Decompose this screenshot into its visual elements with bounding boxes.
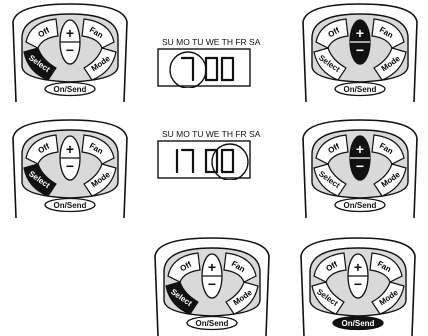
plus-icon: + xyxy=(356,141,364,157)
minus-icon: − xyxy=(66,158,74,174)
svg-text:On/Send: On/Send xyxy=(344,85,377,94)
svg-text:On/Send: On/Send xyxy=(344,201,377,210)
day-labels: SU MO TU WE TH FR SA xyxy=(162,129,261,139)
lcd-digits xyxy=(182,58,233,80)
svg-text:On/Send: On/Send xyxy=(196,319,229,328)
lcd-minutes-value: 00 xyxy=(150,126,152,127)
on-send-button[interactable]: On/Send xyxy=(45,199,95,212)
plus-icon: + xyxy=(66,141,74,157)
svg-text:On/Send: On/Send xyxy=(54,85,87,94)
plus-minus-rocker[interactable]: +− xyxy=(350,135,370,180)
on-send-button[interactable]: On/Send xyxy=(187,317,237,330)
on-send-button[interactable]: On/Send xyxy=(45,83,95,96)
on-send-button[interactable]: On/Send xyxy=(333,317,383,330)
plus-minus-rocker[interactable]: +− xyxy=(60,20,80,64)
lcd-minutes-value: 00 xyxy=(150,34,152,35)
day-labels: SU MO TU WE TH FR SA xyxy=(162,37,261,47)
plus-minus-rocker[interactable]: +− xyxy=(60,136,80,180)
plus-icon: + xyxy=(354,259,362,275)
plus-minus-rocker[interactable]: +− xyxy=(202,254,222,298)
lcd-frame xyxy=(158,141,250,178)
minus-icon: − xyxy=(356,158,364,174)
plus-icon: + xyxy=(66,25,74,41)
plus-minus-rocker[interactable]: +− xyxy=(350,19,370,64)
lcd-frame xyxy=(158,49,250,86)
lcd-digits xyxy=(177,150,233,172)
minus-icon: − xyxy=(66,42,74,58)
lcd-hour-value: 17 xyxy=(150,126,152,127)
minus-icon: − xyxy=(356,42,364,58)
minus-icon: − xyxy=(208,276,216,292)
on-send-button[interactable]: On/Send xyxy=(335,199,385,212)
svg-text:On/Send: On/Send xyxy=(54,201,87,210)
lcd-hour-value: 7 xyxy=(150,34,151,35)
on-send-button[interactable]: On/Send xyxy=(335,83,385,96)
svg-text:On/Send: On/Send xyxy=(342,319,375,328)
minus-icon: − xyxy=(354,276,362,292)
plus-icon: + xyxy=(356,25,364,41)
plus-minus-rocker[interactable]: +− xyxy=(348,254,368,298)
plus-icon: + xyxy=(208,259,216,275)
